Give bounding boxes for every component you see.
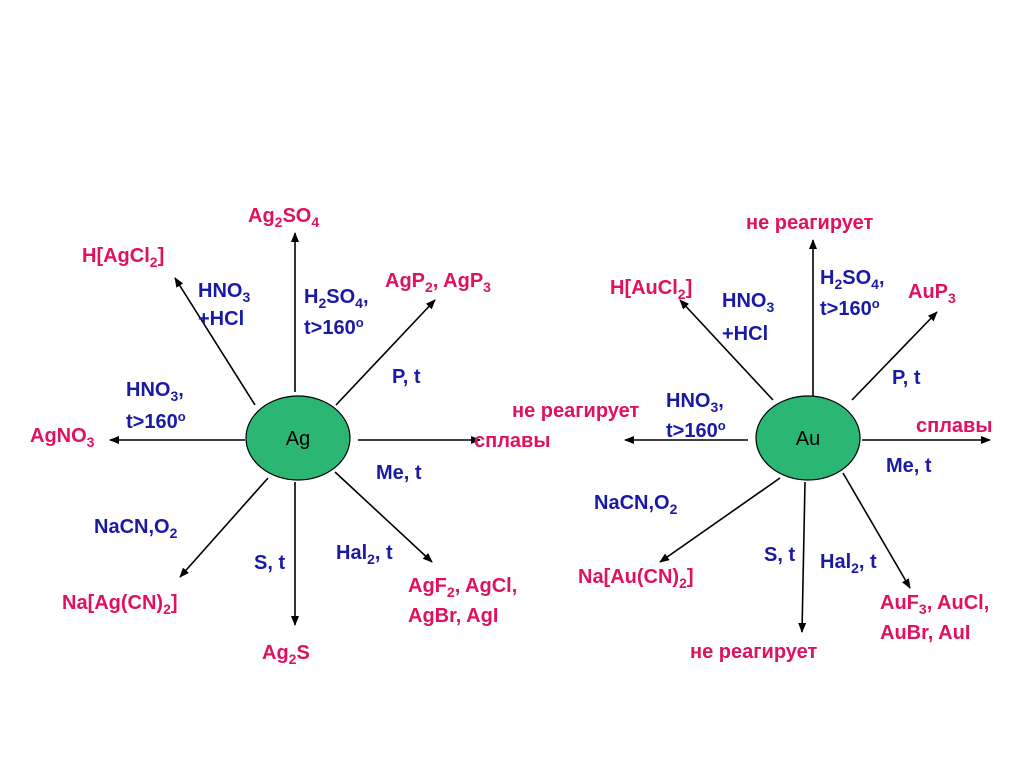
au-condition-se: Hal2, t [820,551,877,576]
ag-arrow-ne [335,299,436,406]
ag-condition-n: H2SO4, [304,286,369,311]
ag-condition-n-line2: t>160o [304,315,364,339]
ag-product-s: Ag2S [262,642,310,667]
ag-product-n: Ag2SO4 [248,205,319,230]
au-arrow-nw [679,299,774,401]
au-condition-n: H2SO4, [820,267,885,292]
ag-arrow-nw [174,277,256,406]
ag-node [245,395,351,481]
au-condition-w: HNO3, [666,390,724,415]
au-arrow-se [842,472,911,589]
ag-condition-s: S, t [254,552,285,574]
au-condition-w-line2: t>160o [666,418,726,442]
au-product-e: сплавы [916,415,992,437]
ag-condition-se: Hal2, t [336,542,393,567]
au-product-se-line2: AuBr, AuI [880,622,970,644]
au-diagram: Au не реагирует H[AuCl2] AuP3 не реагиру… [512,212,992,663]
ag-product-sw: Na[Ag(CN)2] [62,592,178,617]
ag-product-nw: H[AgCl2] [82,245,164,270]
au-arrow-s [798,481,807,633]
ag-node-label: Ag [286,428,310,450]
au-product-n: не реагирует [746,212,874,234]
au-arrow-sw [659,477,781,563]
ag-condition-nw: HNO3 [198,280,250,305]
au-node-label: Au [796,428,820,450]
au-condition-ne: P, t [892,367,921,389]
ag-condition-sw: NaCN,O2 [94,516,178,541]
ag-condition-e: Me, t [376,462,422,484]
au-product-ne: AuP3 [908,281,956,306]
ag-condition-ne: P, t [392,366,421,388]
ag-diagram: Ag Ag2SO4 H[AgCl2] AgP2, AgP3 AgNO3 спла… [30,205,550,667]
au-condition-e: Me, t [886,455,932,477]
au-product-se: AuF3, AuCl, [880,592,989,617]
ag-product-ne: AgP2, AgP3 [385,270,491,295]
au-condition-s: S, t [764,544,795,566]
ag-product-e: сплавы [474,430,550,452]
ag-product-se: AgF2, AgCl, [408,575,517,600]
ag-product-se-line2: AgBr, AgI [408,605,498,627]
ag-arrow-sw [179,477,269,578]
au-product-nw: H[AuCl2] [610,277,692,302]
au-condition-n-line2: t>160o [820,296,880,320]
au-arrow-ne [851,311,938,401]
ag-arrow-se [334,471,433,563]
au-condition-nw: HNO3 [722,290,774,315]
ag-condition-nw-line2: +HCl [198,308,244,330]
au-product-w: не реагирует [512,400,640,422]
ag-product-w: AgNO3 [30,425,95,450]
ag-condition-w-line2: t>160o [126,409,186,433]
au-condition-nw-line2: +HCl [722,323,768,345]
au-node [755,395,861,481]
au-product-s: не реагирует [690,641,818,663]
au-product-sw: Na[Au(CN)2] [578,566,694,591]
au-condition-sw: NaCN,O2 [594,492,678,517]
ag-condition-w: HNO3, [126,379,184,404]
